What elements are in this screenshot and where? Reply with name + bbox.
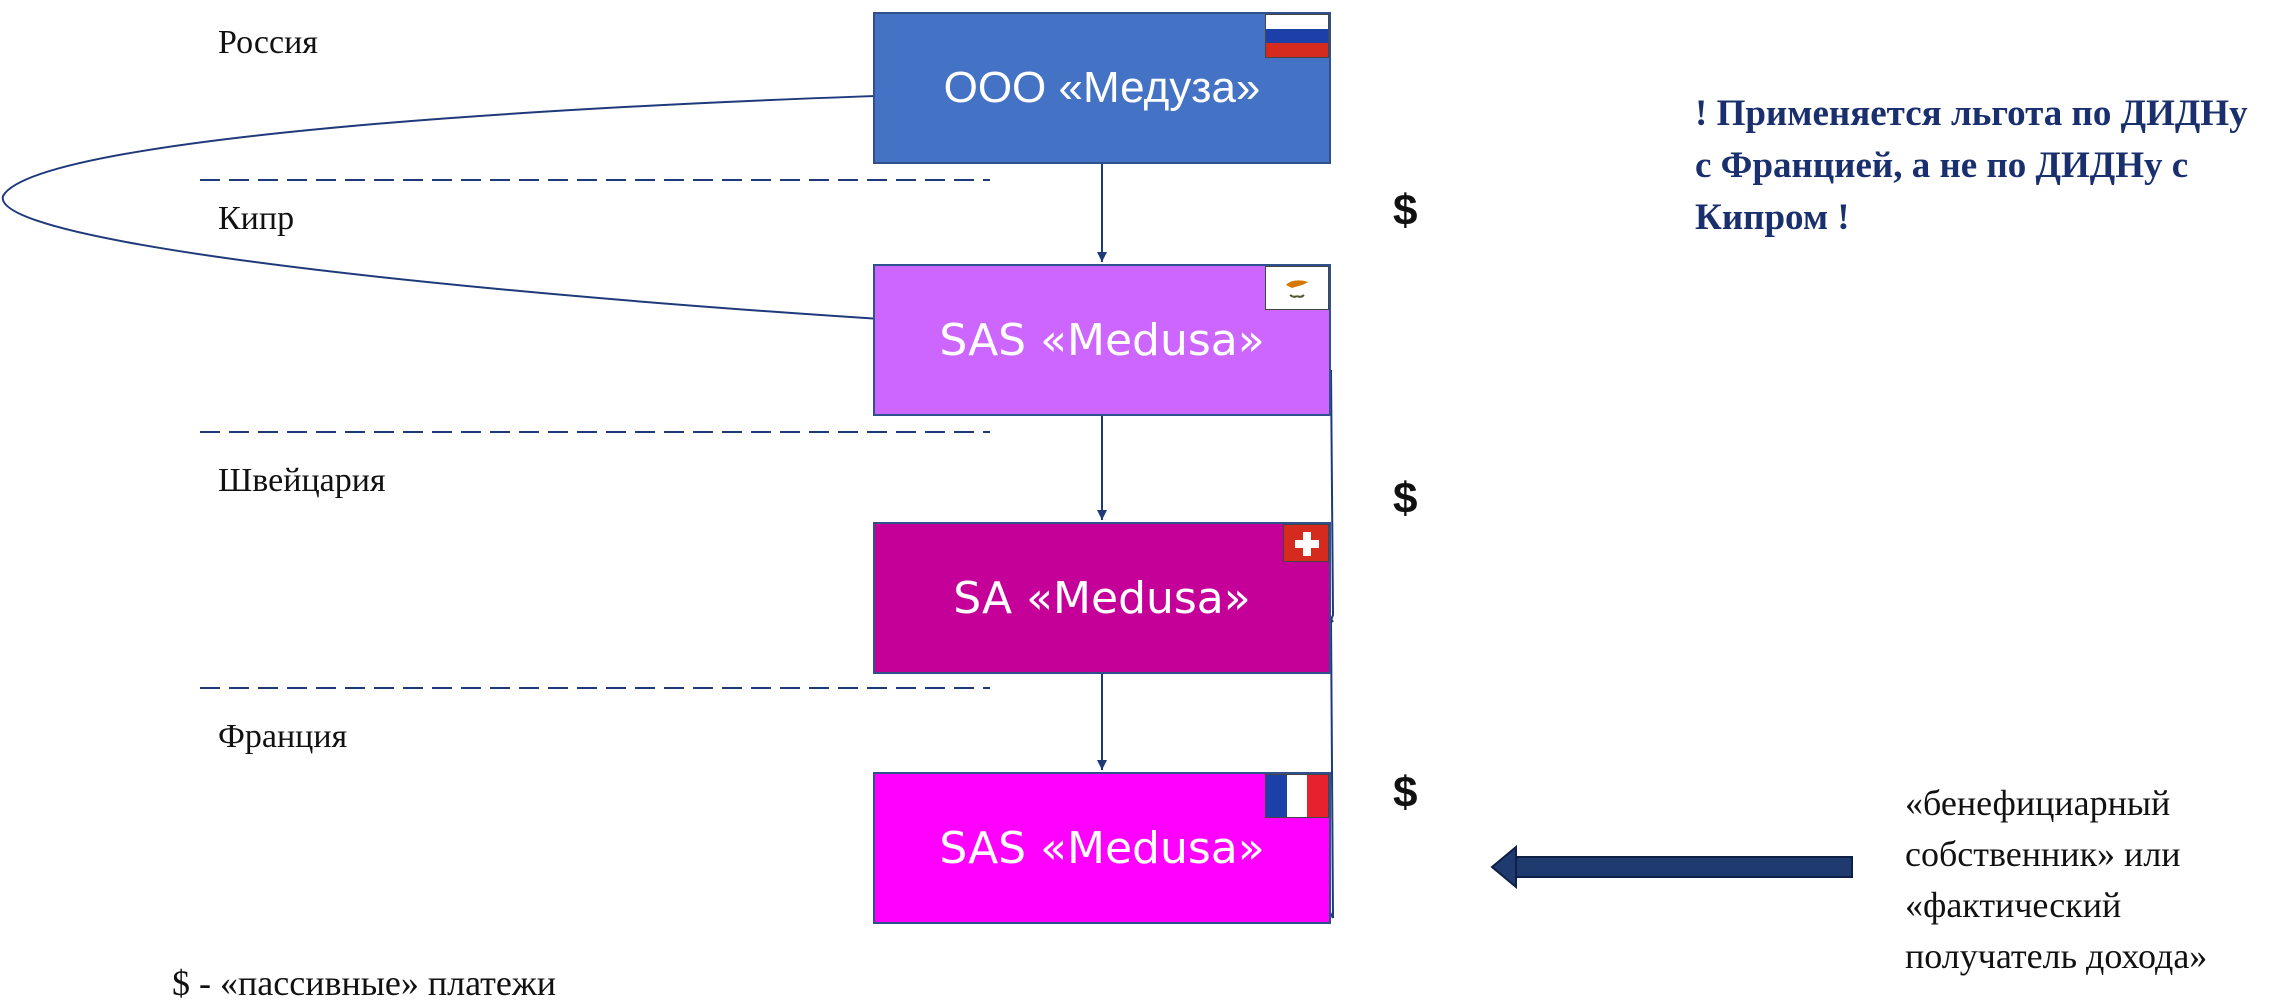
treaty-note: ! Применяется льгота по ДИДНу с Францией… [1695,93,2248,238]
entity-label-france: SAS «Medusa» [939,822,1265,874]
entity-label-russia: ООО «Медуза» [943,63,1261,112]
france-flag-icon [1265,774,1329,818]
country-label-switzerland: Швейцария [218,462,386,499]
country-label-cyprus: Кипр [218,200,295,237]
payment-flow-line [1329,369,1335,919]
entity-box-cyprus: SAS «Medusa» [873,264,1331,416]
payment-symbol-switzerland: $ [1393,474,1418,523]
entity-label-cyprus: SAS «Medusa» [939,314,1265,366]
payment-symbol-cyprus: $ [1393,186,1418,235]
beneficiary-arrow [1490,844,1853,890]
entity-box-france: SAS «Medusa» [873,772,1331,924]
entity-box-russia: ООО «Медуза» [873,12,1331,164]
russia-flag-icon [1265,14,1329,58]
beneficiary-label: «бенефициарный собственник» или «фактиче… [1905,783,2208,976]
country-label-russia: Россия [218,24,318,61]
legend-passive-payments: $ - «пассивные» платежи [172,963,557,1003]
cyprus-flag-icon [1265,266,1329,310]
entity-box-switzerland: SA «Medusa» [873,522,1331,674]
country-label-france: Франция [218,718,348,755]
loop-curve [1,85,1332,345]
entity-label-switzerland: SA «Medusa» [953,572,1251,624]
switzerland-flag-icon [1283,524,1329,562]
payment-symbol-france: $ [1393,768,1418,817]
